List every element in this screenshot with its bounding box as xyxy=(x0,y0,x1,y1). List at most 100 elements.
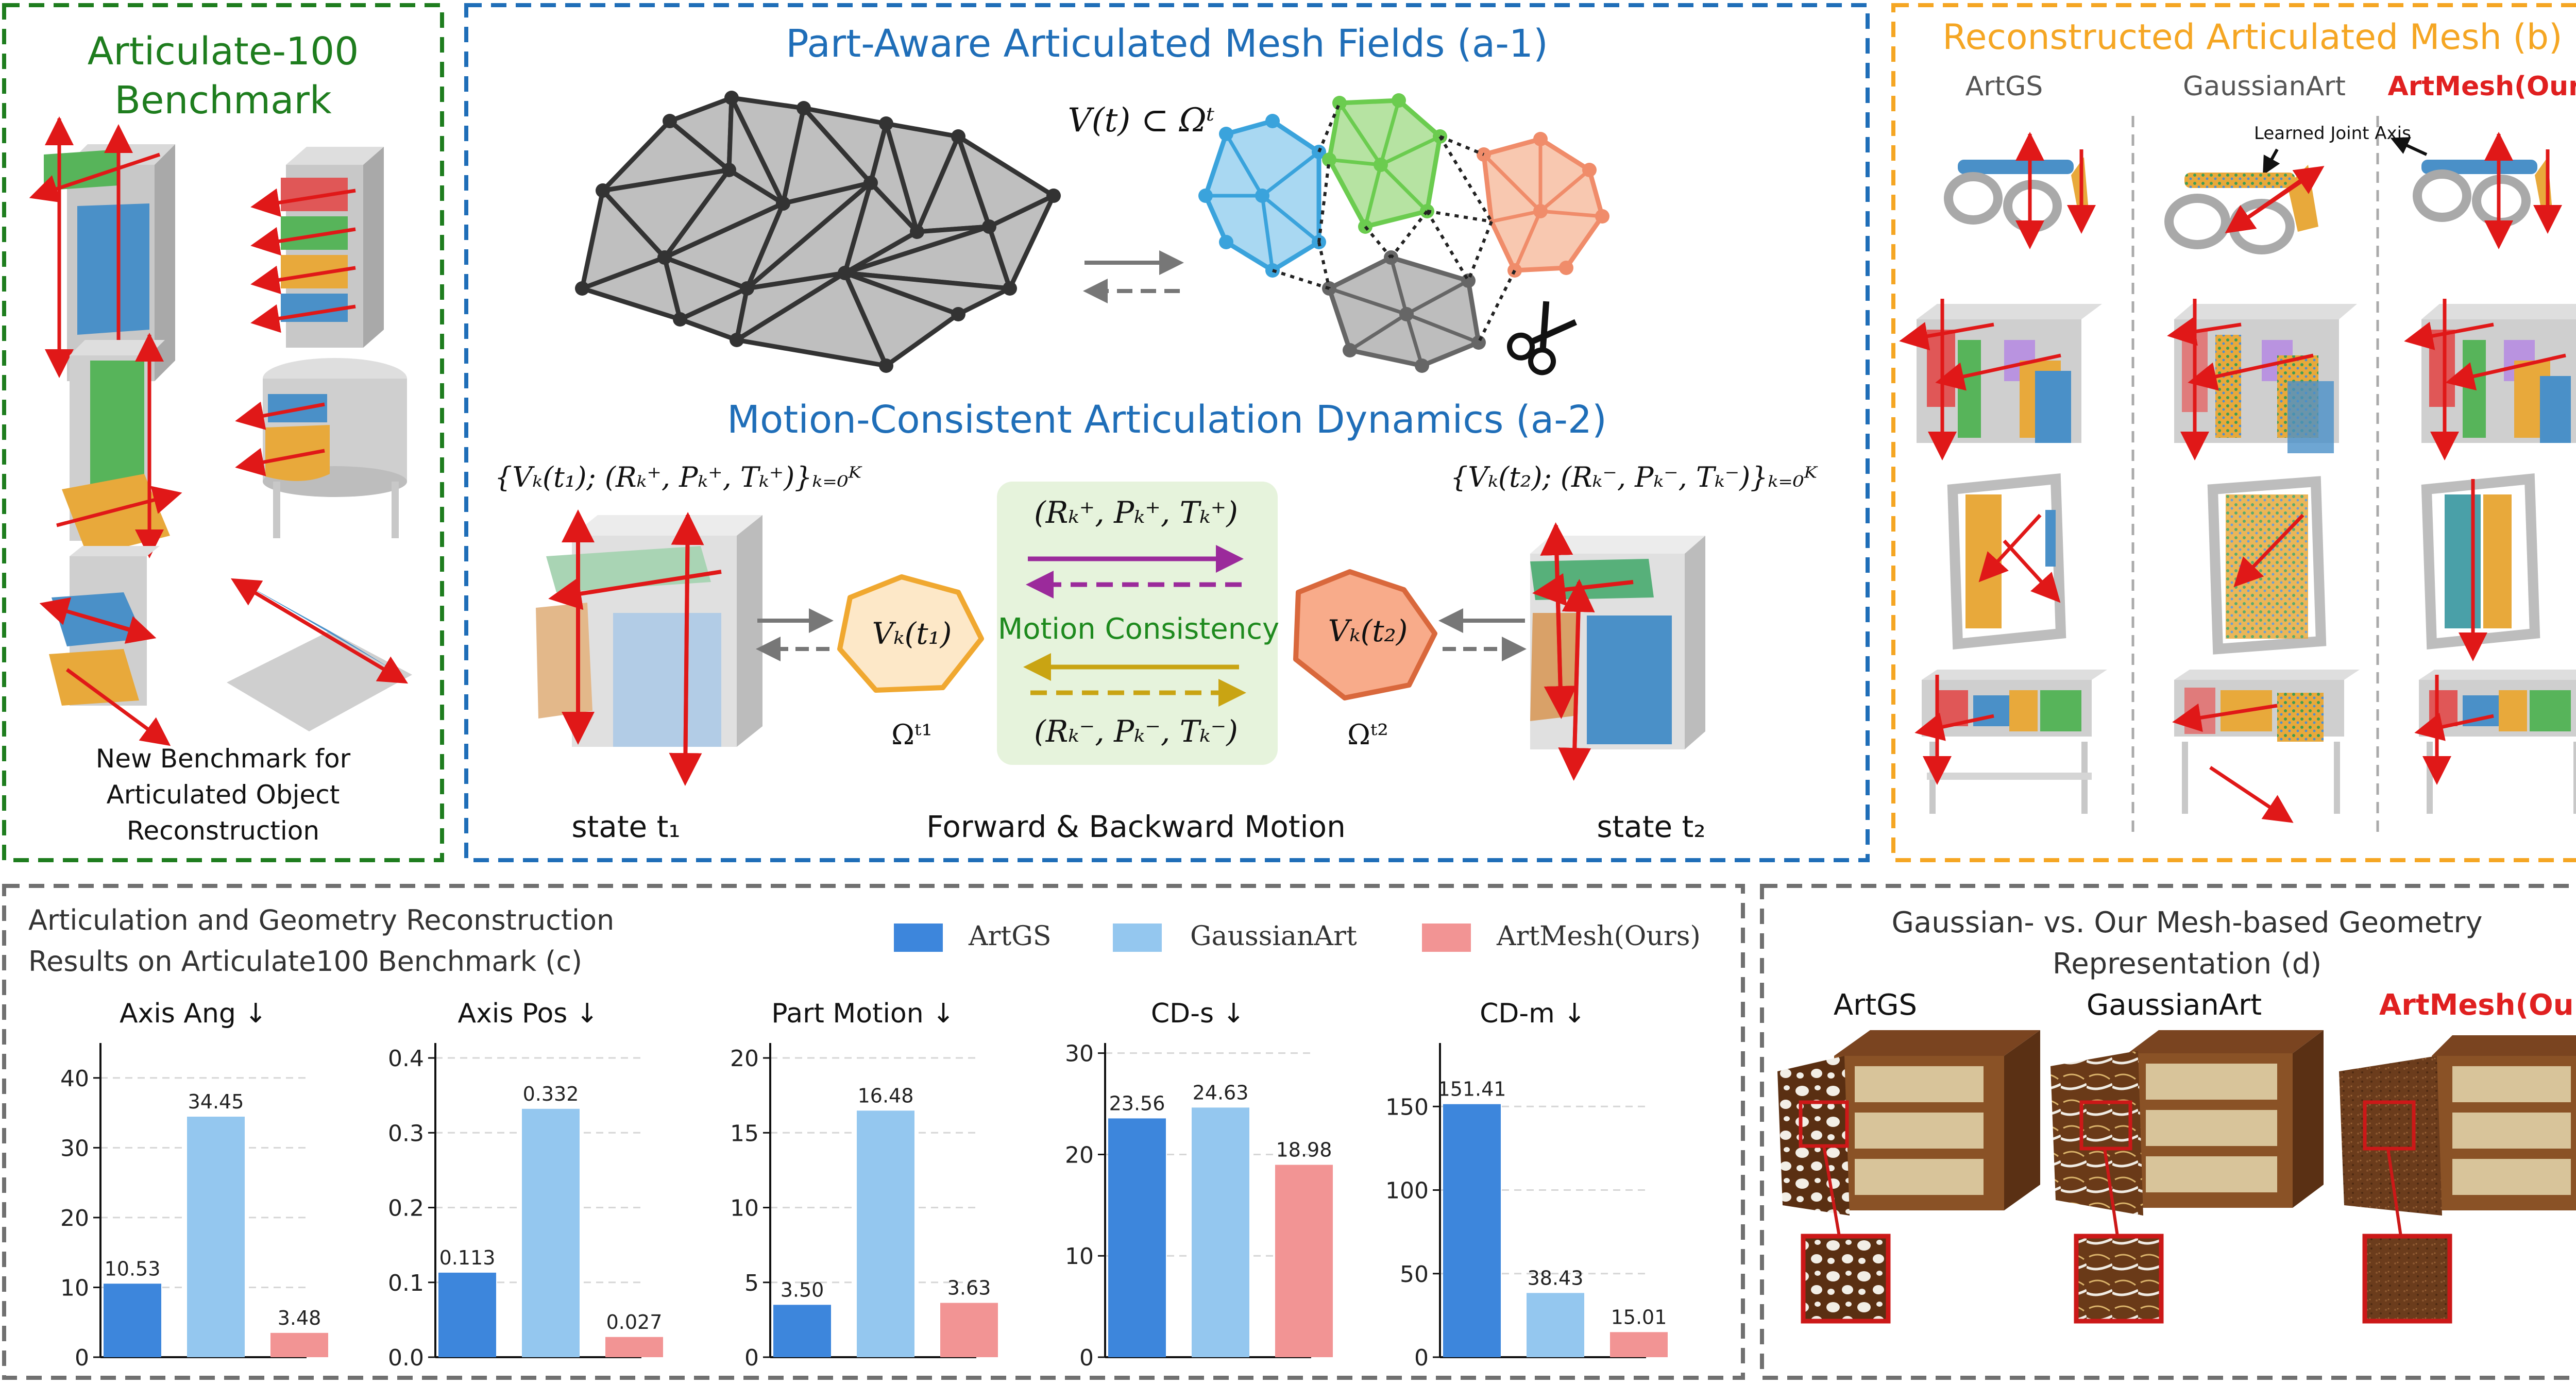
chart-bar-2 xyxy=(605,1337,663,1357)
chart-title: Axis Pos ↓ xyxy=(458,998,599,1029)
param-set-right: {Vₖ(t₂); (Rₖ⁻, Pₖ⁻, Tₖ⁻)}ₖ₌₀ᴷ xyxy=(1450,461,1818,493)
benchmark-cabinet-5 xyxy=(39,546,171,746)
segment-blue xyxy=(1198,114,1326,278)
recon-table-artgs xyxy=(1914,670,2107,814)
omega-t2-label: Ωᵗ² xyxy=(1347,719,1388,751)
chart-tick-label: 50 xyxy=(1400,1261,1429,1288)
chart-tick-label: 150 xyxy=(1385,1094,1429,1120)
chart-tick-label: 40 xyxy=(60,1066,89,1092)
forward-backward-label: Forward & Backward Motion xyxy=(926,809,1346,844)
recon-table-artmesh xyxy=(2414,670,2576,814)
chart-tick-label: 0.0 xyxy=(388,1345,424,1371)
segmented-parts xyxy=(1198,93,1609,373)
chart-tick-label: 0 xyxy=(1079,1345,1094,1371)
recon-glasses-artgs xyxy=(1944,132,2096,249)
gray-mesh xyxy=(580,95,1056,368)
chart-tick-label: 15 xyxy=(730,1120,759,1147)
chart-data-label: 34.45 xyxy=(188,1090,244,1113)
chart-tick-label: 10 xyxy=(1065,1243,1094,1270)
chart-bar-1 xyxy=(857,1110,914,1357)
chart-tick-label: 0.1 xyxy=(388,1270,424,1296)
chart-tick-label: 0 xyxy=(1414,1345,1429,1371)
legend-label-artgs: ArtGS xyxy=(968,921,1051,952)
formula-top: V(t) ⊂ Ωᵗ xyxy=(1067,101,1214,140)
chart-tick-label: 10 xyxy=(730,1195,759,1222)
state-t1-label: state t₁ xyxy=(571,809,680,844)
geometry-col-gaussianart: GaussianArt xyxy=(2087,988,2262,1022)
recon-table-gaussianart xyxy=(2172,670,2360,823)
benchmark-caption-line2: Articulated Object xyxy=(107,780,340,810)
param-set-left: {Vₖ(t₁); (Rₖ⁺, Pₖ⁺, Tₖ⁺)}ₖ₌₀ᴷ xyxy=(495,461,862,493)
chart-bar-2 xyxy=(940,1303,998,1357)
chart-bar-1 xyxy=(187,1117,245,1357)
joint-axis-pointer-1 xyxy=(2263,148,2280,176)
chart-tick-label: 30 xyxy=(1065,1041,1094,1067)
chart-tick-label: 0.3 xyxy=(388,1120,424,1147)
chart-title: CD-s ↓ xyxy=(1151,998,1245,1029)
chart-data-label: 151.41 xyxy=(1438,1078,1506,1101)
method-title-a1: Part-Aware Articulated Mesh Fields (a-1) xyxy=(786,22,1548,66)
chart-bar-0 xyxy=(1443,1104,1501,1357)
legend-swatch-artmesh xyxy=(1422,924,1471,952)
chart-bar-2 xyxy=(270,1332,328,1357)
chart-data-label: 38.43 xyxy=(1528,1267,1584,1289)
chart-data-label: 3.63 xyxy=(947,1277,991,1299)
cabinet-state-t1 xyxy=(536,509,762,786)
chart-data-label: 15.01 xyxy=(1611,1306,1667,1328)
geometry-artmesh xyxy=(2339,1035,2576,1324)
geometry-artgs xyxy=(1777,1030,2040,1324)
legend-label-gaussianart: GaussianArt xyxy=(1190,921,1357,952)
geometry-panel-border xyxy=(1760,884,2576,1380)
joint-axis-label: Learned Joint Axis xyxy=(2254,123,2411,144)
recon-frame-artmesh xyxy=(2421,473,2540,661)
joint-axis-pointer-2 xyxy=(2390,137,2428,156)
benchmark-caption-line1: New Benchmark for xyxy=(96,744,351,774)
results-title-line2: Results on Articulate100 Benchmark (c) xyxy=(28,945,582,978)
chart-bar-1 xyxy=(1192,1107,1249,1357)
chart-tick-label: 0 xyxy=(744,1345,759,1371)
method-panel-border xyxy=(464,3,1870,862)
chart-tick-label: 0 xyxy=(75,1345,89,1371)
recon-glasses-gaussianart xyxy=(2164,165,2325,254)
recon-glasses-row xyxy=(1944,132,2562,254)
part-mesh-t1 xyxy=(837,574,984,693)
geometry-gaussianart xyxy=(2050,1030,2324,1324)
recon-cabinet-artmesh xyxy=(2404,299,2576,460)
chart-bar-0 xyxy=(773,1305,831,1357)
chart-bar-0 xyxy=(1108,1118,1166,1357)
chart-tick-label: 20 xyxy=(730,1046,759,1072)
chart-tick-label: 10 xyxy=(60,1275,89,1301)
recon-frame-row xyxy=(1947,473,2540,661)
legend-swatch-gaussianart xyxy=(1113,924,1162,952)
chart-title: CD-m ↓ xyxy=(1480,998,1586,1029)
geometry-col-artmesh: ArtMesh(Ours) xyxy=(2379,988,2576,1022)
recon-cabinet-artgs xyxy=(1899,299,2102,460)
chart-title: Axis Ang ↓ xyxy=(120,998,267,1029)
recon-col-gaussianart: GaussianArt xyxy=(2183,71,2346,102)
recon-panel-border xyxy=(1891,3,2576,862)
segment-gray xyxy=(1322,250,1486,373)
chart-data-label: 24.63 xyxy=(1193,1081,1249,1104)
benchmark-caption-line3: Reconstruction xyxy=(127,816,319,846)
chart-data-label: 0.027 xyxy=(606,1311,663,1333)
chart-data-label: 23.56 xyxy=(1109,1092,1165,1115)
cabinet-state-t2 xyxy=(1530,522,1705,781)
benchmark-laptop xyxy=(227,578,412,731)
segment-orange xyxy=(1477,132,1609,278)
benchmark-objects xyxy=(29,116,412,746)
geometry-title-line1: Gaussian- vs. Our Mesh-based Geometry xyxy=(1892,906,2483,939)
recon-frame-artgs xyxy=(1947,473,2066,650)
chart-bar-2 xyxy=(1275,1165,1333,1357)
segment-green xyxy=(1322,93,1447,234)
benchmark-panel-border xyxy=(2,3,444,862)
recon-col-artgs: ArtGS xyxy=(1965,71,2043,102)
results-legend: ArtGS GaussianArt ArtMesh(Ours) xyxy=(894,921,1701,952)
chart-tick-label: 0.4 xyxy=(388,1046,424,1072)
chart-tick-label: 20 xyxy=(60,1205,89,1232)
chart-data-label: 3.50 xyxy=(781,1278,824,1301)
chart-tick-label: 20 xyxy=(1065,1142,1094,1168)
